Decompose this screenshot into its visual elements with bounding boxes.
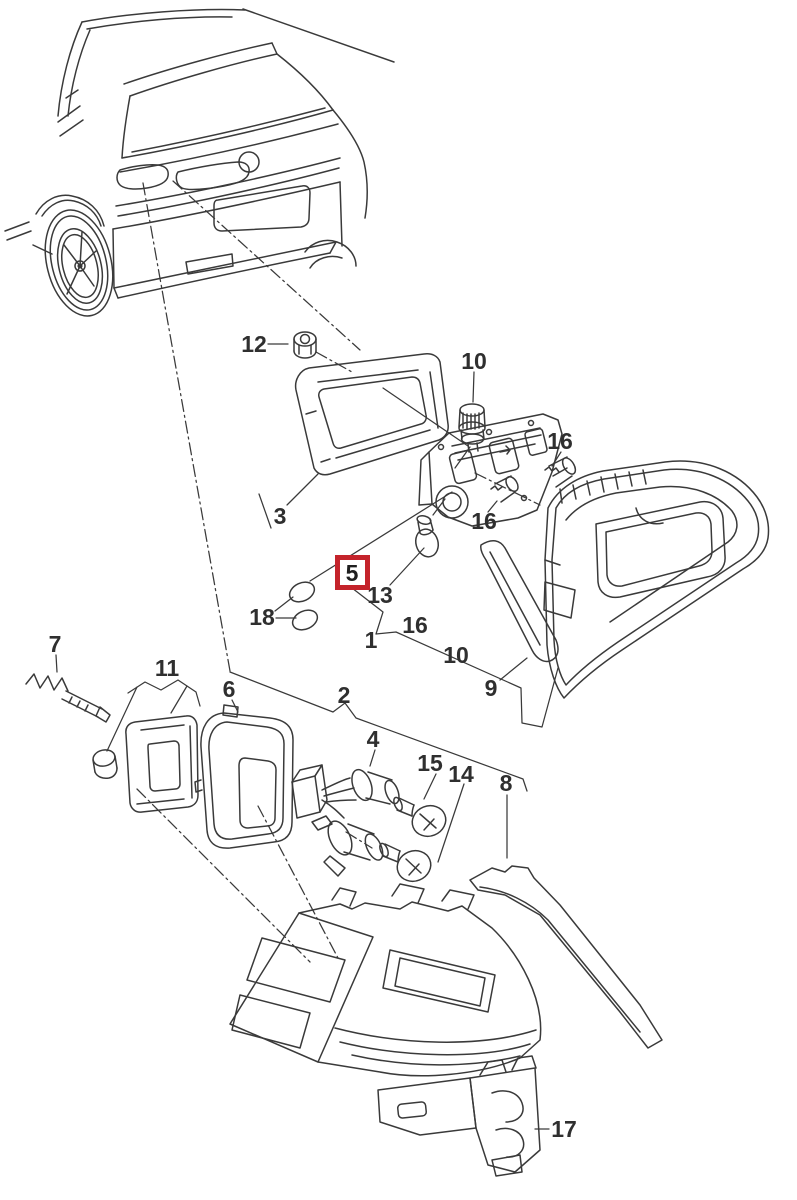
leader-group-2	[229, 671, 528, 792]
callout-10-top: 10	[461, 348, 487, 374]
callout-6: 6	[223, 676, 236, 702]
callout-13: 13	[367, 582, 393, 608]
car-rear-view	[4, 8, 395, 317]
leader-to-outer-lamp-b	[257, 805, 339, 959]
leader-seal-to-carrier	[382, 387, 469, 447]
leader-16b	[487, 500, 498, 513]
leader-5	[309, 491, 453, 582]
leader-18-fork	[274, 596, 297, 619]
leader-3	[286, 473, 319, 506]
leader-14	[437, 783, 465, 863]
callout-16-b: 16	[471, 508, 497, 534]
bulb-15	[393, 796, 447, 838]
leader-4	[369, 749, 376, 767]
wedge-bulb-16b	[490, 475, 519, 503]
callout-9: 9	[485, 675, 498, 701]
adjusting-screw-7	[25, 673, 111, 723]
leader-9	[499, 657, 528, 681]
callout-4: 4	[367, 726, 380, 752]
highlighted-callout-5: 5	[335, 555, 370, 590]
callout-2: 2	[338, 682, 351, 708]
highlight-box	[335, 555, 370, 590]
callout-8: 8	[500, 770, 513, 796]
outer-trim-panel-8	[469, 865, 663, 1049]
callout-14: 14	[448, 761, 474, 787]
outer-tail-light-2	[229, 883, 542, 1077]
leader-socket-to-bulb	[345, 831, 373, 849]
callout-10-b: 10	[443, 642, 469, 668]
inner-trim-strip-9	[480, 540, 559, 663]
callout-16-c: 16	[402, 612, 428, 638]
callout-15: 15	[417, 750, 443, 776]
leader-7	[55, 654, 58, 673]
tailgate-lamp-seal-3	[294, 353, 449, 476]
leader-13	[389, 547, 425, 586]
callout-3: 3	[274, 503, 287, 529]
cover-cap-6	[194, 704, 294, 849]
callout-12: 12	[241, 331, 267, 357]
bulb-carrier-5	[418, 413, 563, 527]
leader-15	[423, 773, 437, 800]
inner-tail-light-1	[543, 460, 770, 699]
hex-nut-12	[293, 331, 317, 359]
callout-5: 5	[346, 560, 359, 586]
bulb-holder-harness-4	[291, 764, 400, 877]
bulb-socket-10	[458, 403, 486, 453]
leader-10-top	[472, 371, 475, 403]
hex-nut-11	[92, 749, 118, 779]
callout-18: 18	[249, 604, 275, 630]
leader-group-1	[351, 587, 559, 728]
seal-ring-11	[125, 715, 199, 813]
sealing-caps-18	[288, 581, 319, 631]
leader-car-to-upper-group	[172, 180, 361, 351]
leader-3b	[258, 493, 272, 529]
leader-nut-axis	[315, 351, 353, 373]
callout-17: 17	[551, 1116, 577, 1142]
bulb-13	[414, 515, 440, 558]
callout-7: 7	[49, 631, 62, 657]
mounting-bracket-17	[377, 1055, 541, 1177]
wedge-bulb-16a	[544, 456, 577, 488]
leader-car-to-lower-group	[142, 182, 231, 672]
leader-carrier-to-lamp	[474, 472, 541, 506]
callout-labels: 12 10 16 3 13 16 18 1 16 10 9 7 11 6 2 4…	[49, 331, 577, 1142]
leader-lines	[55, 180, 562, 1130]
leader-to-outer-lamp-a	[136, 788, 311, 963]
bulb-14	[379, 842, 432, 883]
leader-11-prongs	[106, 685, 188, 752]
callout-1: 1	[365, 627, 378, 653]
callout-16-a: 16	[547, 428, 573, 454]
wheel-spokes	[63, 231, 97, 295]
leader-11-bracket	[127, 679, 201, 707]
callout-11: 11	[155, 655, 180, 681]
